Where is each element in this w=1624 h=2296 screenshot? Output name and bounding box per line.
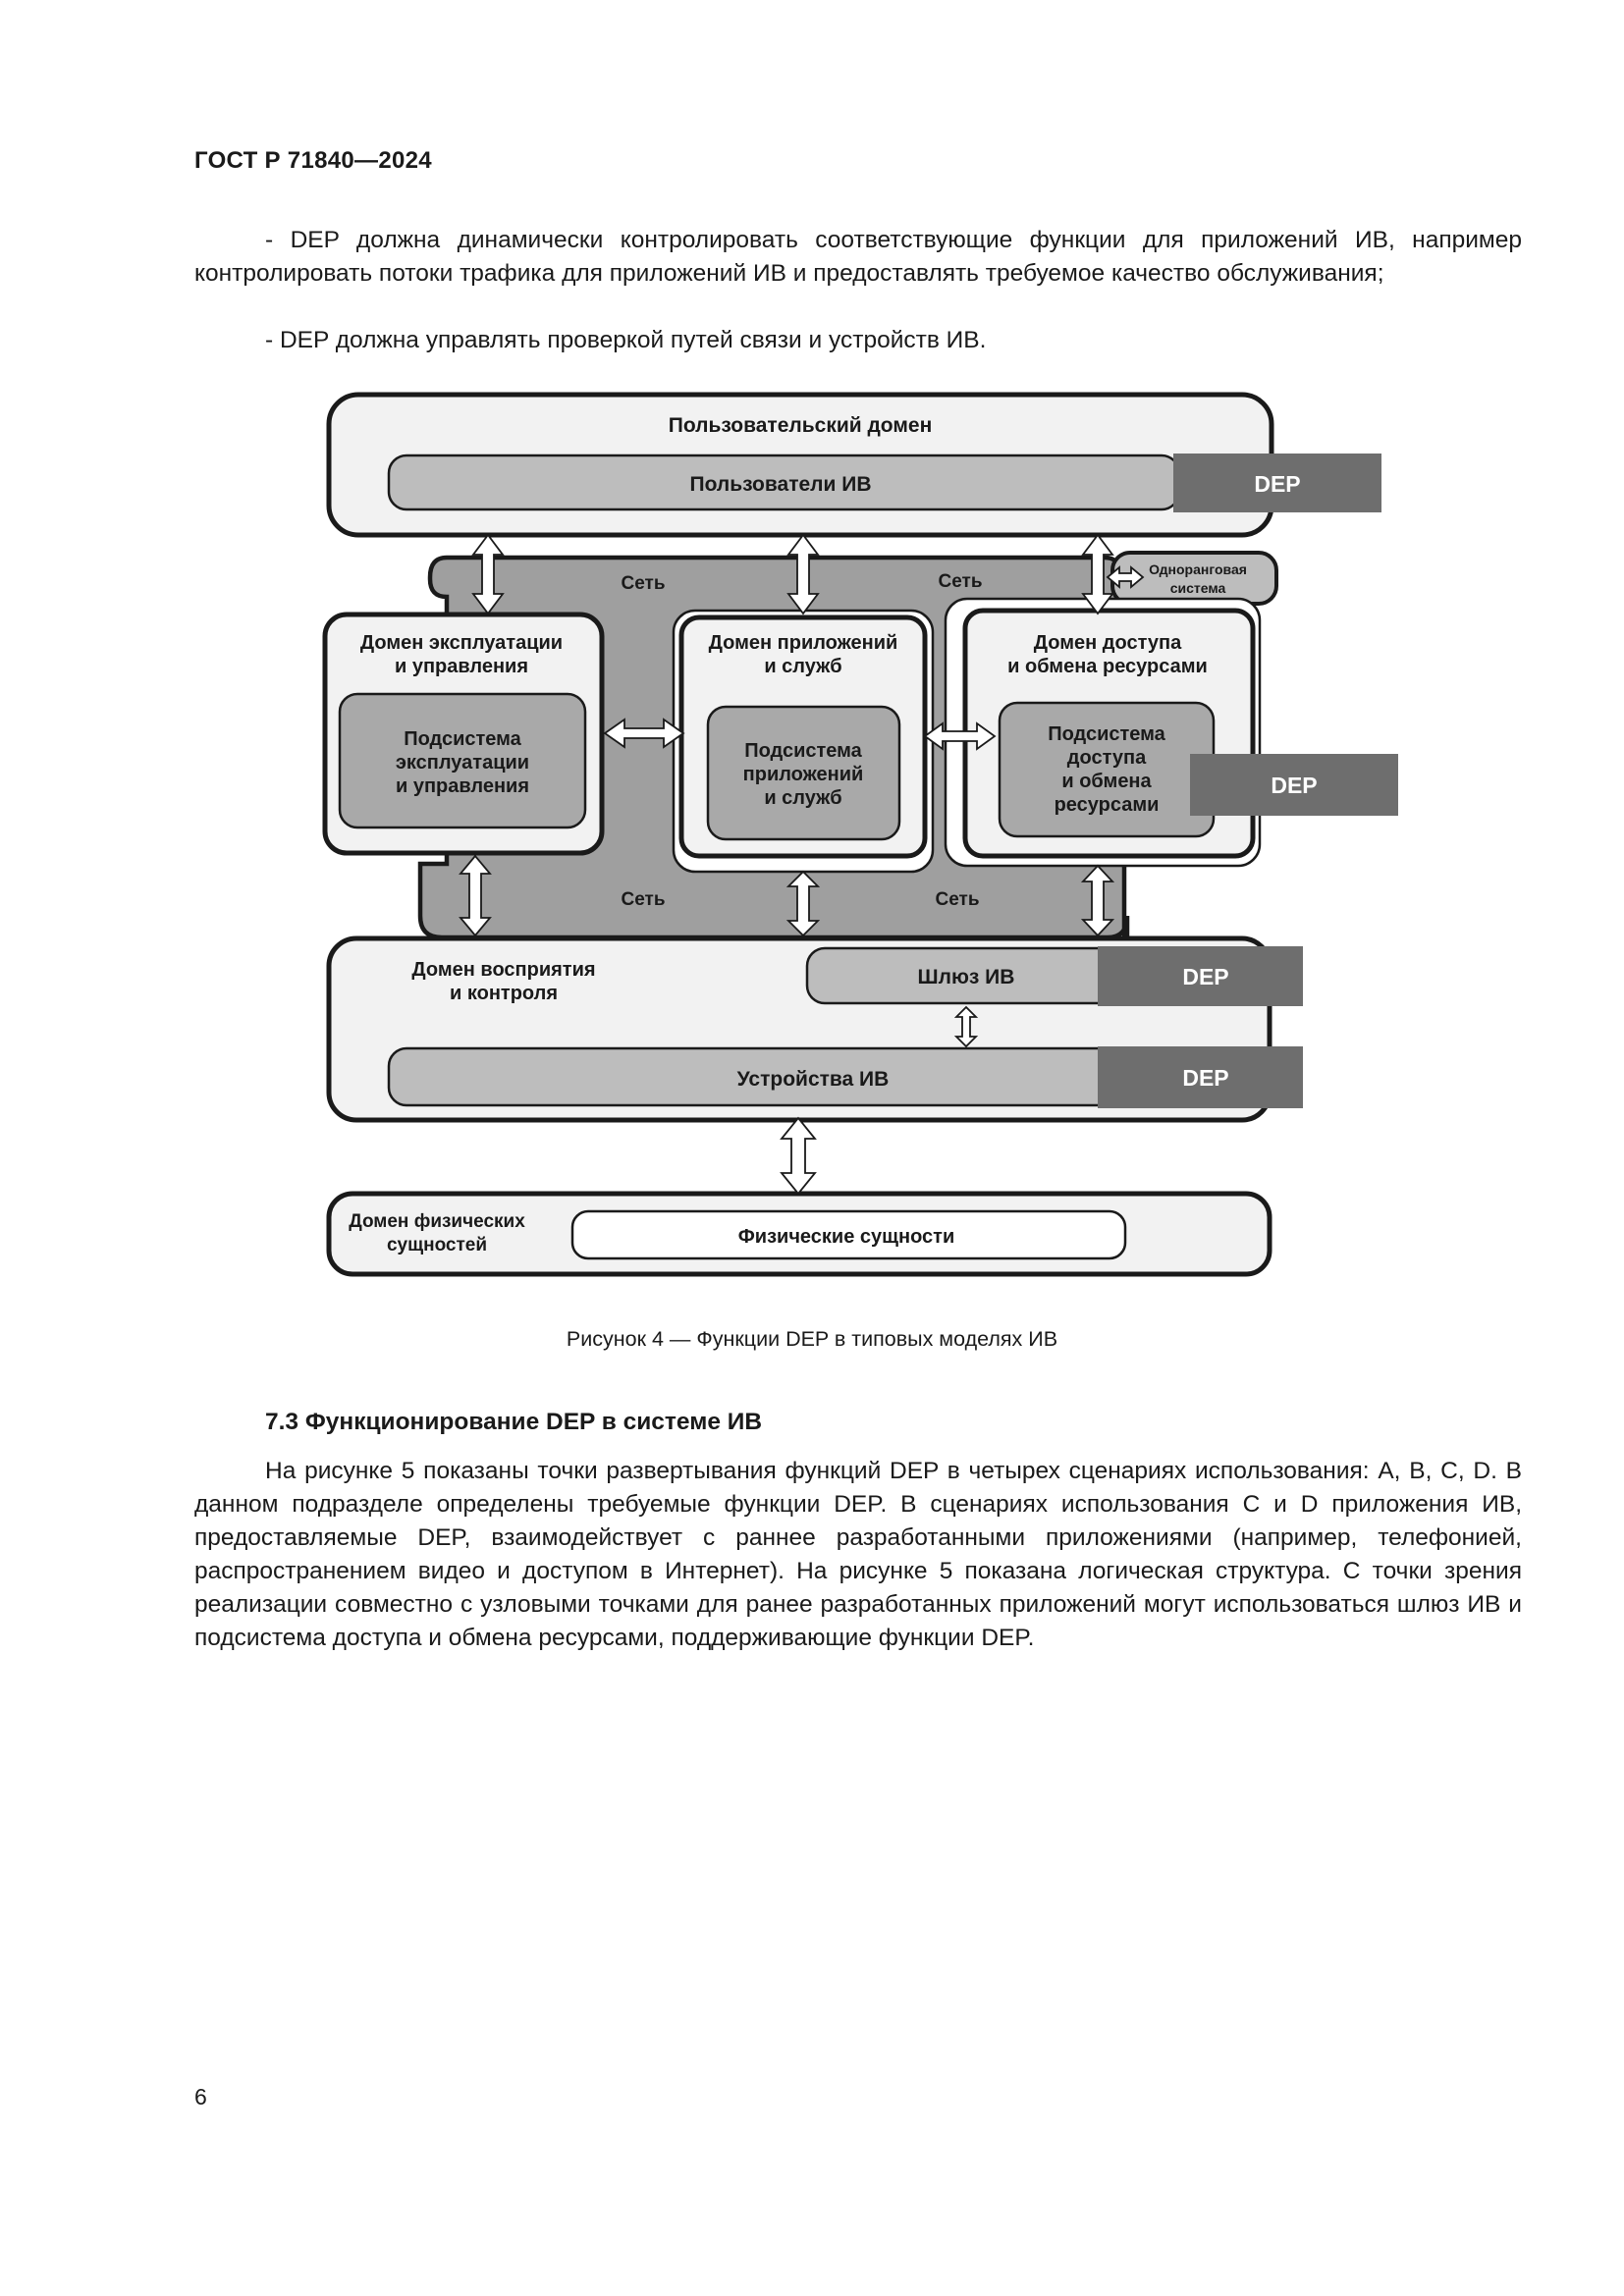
figure-caption: Рисунок 4 — Функции DEP в типовых моделя… <box>566 1327 1058 1351</box>
access-domain-label-2: и обмена ресурсами <box>1007 656 1208 677</box>
section-body: На рисунке 5 показаны точки развертывани… <box>194 1458 1522 1651</box>
app-domain-label-2: и служб <box>764 656 841 677</box>
dep-box-access <box>1190 754 1398 816</box>
iv-users-label: Пользователи ИВ <box>689 473 871 496</box>
app-subsystem <box>706 705 901 841</box>
sense-domain-label-1: Домен восприятия <box>411 959 595 981</box>
access-subsystem-label-4: ресурсами <box>1055 794 1160 816</box>
ops-subsystem-label-2: эксплуатации <box>396 752 529 774</box>
dep-label-access: DEP <box>1271 773 1317 798</box>
peer-system-label-1: Одноранговая <box>1149 561 1247 577</box>
intro-bullet-2: - DEP должна управлять проверкой путей с… <box>265 327 987 353</box>
dep-box-users <box>1173 454 1381 512</box>
ops-subsystem <box>338 692 587 829</box>
dep-label-users: DEP <box>1254 471 1300 497</box>
network-label-bottom-right: Сеть <box>935 889 979 910</box>
ops-subsystem-label-1: Подсистема <box>404 728 521 750</box>
dep-label-gateway: DEP <box>1182 964 1228 989</box>
peer-system-label-2: система <box>1170 580 1226 596</box>
arrow-gateway-devices <box>953 1005 979 1048</box>
arrow-users-access <box>1081 533 1114 615</box>
intro-bullet-1: - DEP должна динамически контролировать … <box>194 227 1522 287</box>
ops-subsystem-label-3: и управления <box>396 775 529 797</box>
access-subsystem-label-3: и обмена <box>1061 771 1152 792</box>
arrow-app-sense <box>785 870 821 937</box>
access-subsystem-label-1: Подсистема <box>1048 723 1165 745</box>
iv-gateway-label: Шлюз ИВ <box>918 966 1015 988</box>
iv-devices-label: Устройства ИВ <box>737 1068 890 1091</box>
physical-domain-label-2: сущностей <box>387 1235 487 1255</box>
network-label-top-left: Сеть <box>621 573 665 594</box>
access-domain-label-1: Домен доступа <box>1034 632 1182 654</box>
arrow-app-access <box>923 721 997 751</box>
physical-entities-bar <box>570 1209 1127 1260</box>
app-subsystem-label-3: и служб <box>764 787 841 809</box>
arrow-access-sense <box>1080 864 1115 937</box>
arrow-users-app <box>786 533 820 615</box>
arrow-users-ops <box>471 533 505 615</box>
sense-domain-label-2: и контроля <box>450 983 558 1004</box>
app-subsystem-label-1: Подсистема <box>744 740 862 762</box>
section-title: 7.3 Функционирование DEP в системе ИВ <box>265 1409 763 1435</box>
dep-box-gateway <box>1098 946 1303 1006</box>
network-label-bottom-left: Сеть <box>621 889 665 910</box>
page-number: 6 <box>194 2084 207 2109</box>
ops-domain-label-1: Домен эксплуатации <box>360 632 563 654</box>
arrow-ops-app <box>603 718 685 749</box>
physical-domain-label-1: Домен физических <box>349 1211 525 1232</box>
dep-label-devices: DEP <box>1182 1065 1228 1091</box>
arrow-ops-sense <box>459 854 492 937</box>
access-subsystem-label-2: доступа <box>1067 747 1147 769</box>
arrow-devices-physical <box>780 1116 817 1196</box>
dep-box-devices <box>1098 1046 1303 1108</box>
app-domain-label-1: Домен приложений <box>709 632 898 654</box>
network-label-top-right: Сеть <box>938 571 982 592</box>
physical-entities-label: Физические сущности <box>738 1226 955 1248</box>
user-domain-label: Пользовательский домен <box>669 414 933 437</box>
arrow-network-peer <box>1106 565 1145 589</box>
ops-domain-label-2: и управления <box>395 656 528 677</box>
app-subsystem-label-2: приложений <box>743 764 864 785</box>
document-header: ГОСТ Р 71840—2024 <box>194 147 432 174</box>
